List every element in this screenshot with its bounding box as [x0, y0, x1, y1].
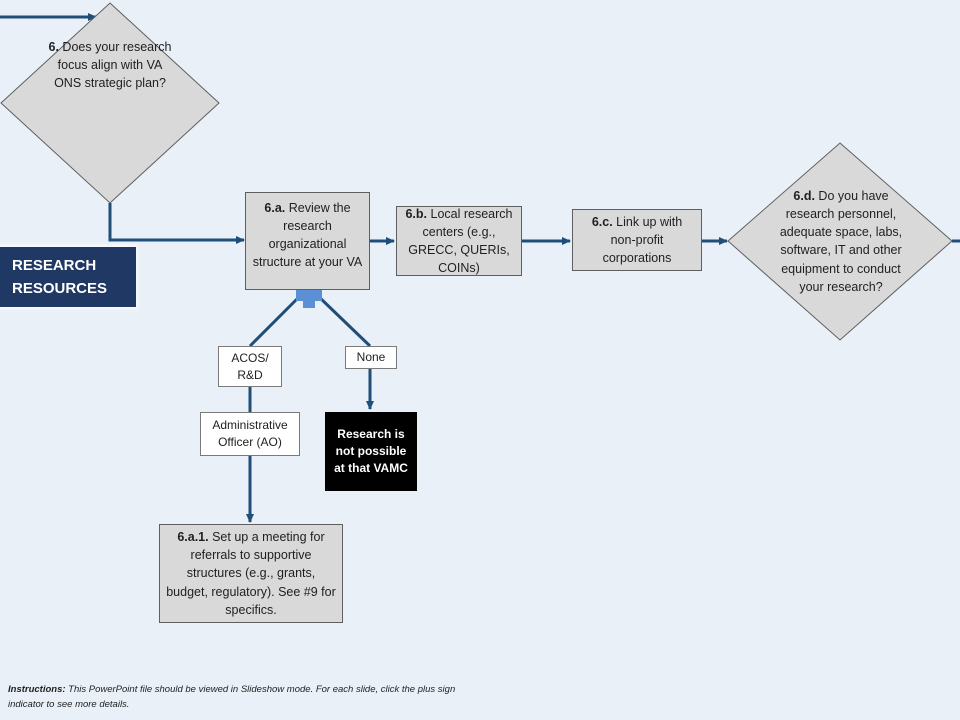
diamond-6d-text: 6.d. Do you have research personnel, ade…: [770, 187, 912, 296]
branch-to-acos: [248, 294, 302, 348]
branch-to-none: [316, 294, 372, 348]
step-6b-label: Local research centers (e.g., GRECC, QUE…: [408, 206, 513, 276]
administrative-officer-label[interactable]: Administrative Officer (AO): [200, 412, 300, 456]
step-6b-box: 6.b. Local research centers (e.g., GRECC…: [396, 206, 522, 276]
instructions-body: This PowerPoint file should be viewed in…: [8, 684, 456, 710]
diamond-6-label: Does your research focus align with VA O…: [54, 40, 172, 91]
section-label: RESEARCH RESOURCES: [0, 247, 136, 307]
step-6a-number: 6.a.: [264, 201, 286, 215]
step-6a-label: Review the research organizational struc…: [252, 201, 363, 270]
step-6a1-label: Set up a meeting for referrals to suppor…: [166, 530, 336, 617]
decision-diamond-6: [0, 2, 220, 204]
diamond-6d-label: Do you have research personnel, adequate…: [779, 189, 903, 294]
decision-diamond-6d: [727, 142, 953, 341]
step-6b-number: 6.b.: [405, 206, 428, 221]
diamond-6-number: 6.: [48, 40, 59, 54]
diamond-6-text: 6. Does your research focus align with V…: [46, 38, 174, 92]
step-6c-box: 6.c. Link up with non-profit corporation…: [572, 209, 702, 271]
instructions-text: Instructions: This PowerPoint file shoul…: [8, 683, 478, 712]
instructions-label: Instructions:: [8, 684, 66, 695]
diamond-6d-number: 6.d.: [793, 189, 815, 203]
acos-rd-label[interactable]: ACOS/ R&D: [218, 346, 282, 387]
step-6a1-number: 6.a.1.: [177, 530, 209, 545]
step-6c-label: Link up with non-profit corporations: [602, 214, 683, 266]
none-label[interactable]: None: [345, 346, 397, 369]
step-6c-number: 6.c.: [591, 214, 613, 229]
connector-6-to-6a: [108, 203, 245, 244]
research-not-possible-box: Research is not possible at that VAMC: [325, 412, 417, 491]
step-6a-box: 6.a. Review the research organizational …: [245, 192, 370, 290]
step-6a1-box: 6.a.1. Set up a meeting for referrals to…: [159, 524, 343, 623]
